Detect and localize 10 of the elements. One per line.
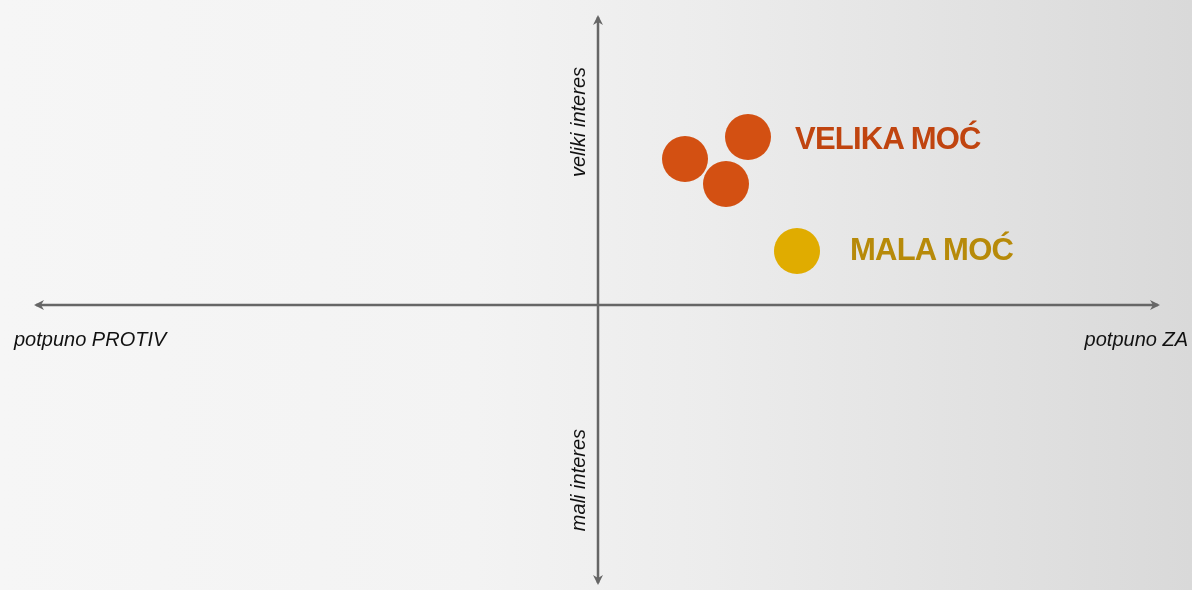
axis-label: potpuno PROTIV	[14, 327, 167, 352]
axis-label: veliki interes	[568, 67, 588, 177]
axis-label: mali interes	[568, 428, 588, 532]
stakeholder-circle	[703, 161, 749, 207]
axis-label: potpuno ZA	[1084, 327, 1188, 352]
stakeholder-circle	[662, 136, 708, 182]
group-label: MALA MOĆ	[850, 231, 1014, 269]
group-label: VELIKA MOĆ	[795, 120, 981, 158]
stakeholder-circle	[774, 228, 820, 274]
stakeholder-circle	[725, 114, 771, 160]
